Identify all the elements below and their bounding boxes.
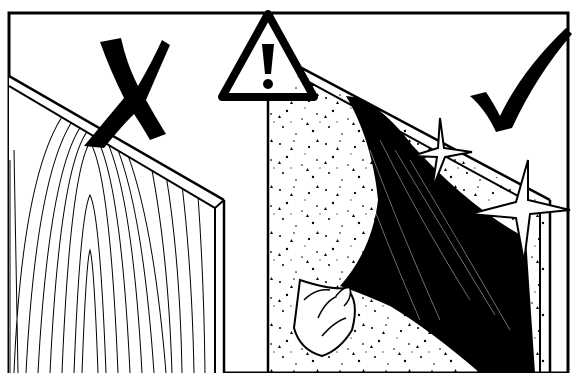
cross-mark-icon — [84, 38, 170, 148]
right-panel — [269, 64, 552, 373]
check-mark-icon — [470, 28, 572, 132]
sparkle-icon — [411, 117, 571, 263]
warning-triangle-icon — [218, 10, 318, 101]
peeled-film — [340, 96, 535, 373]
